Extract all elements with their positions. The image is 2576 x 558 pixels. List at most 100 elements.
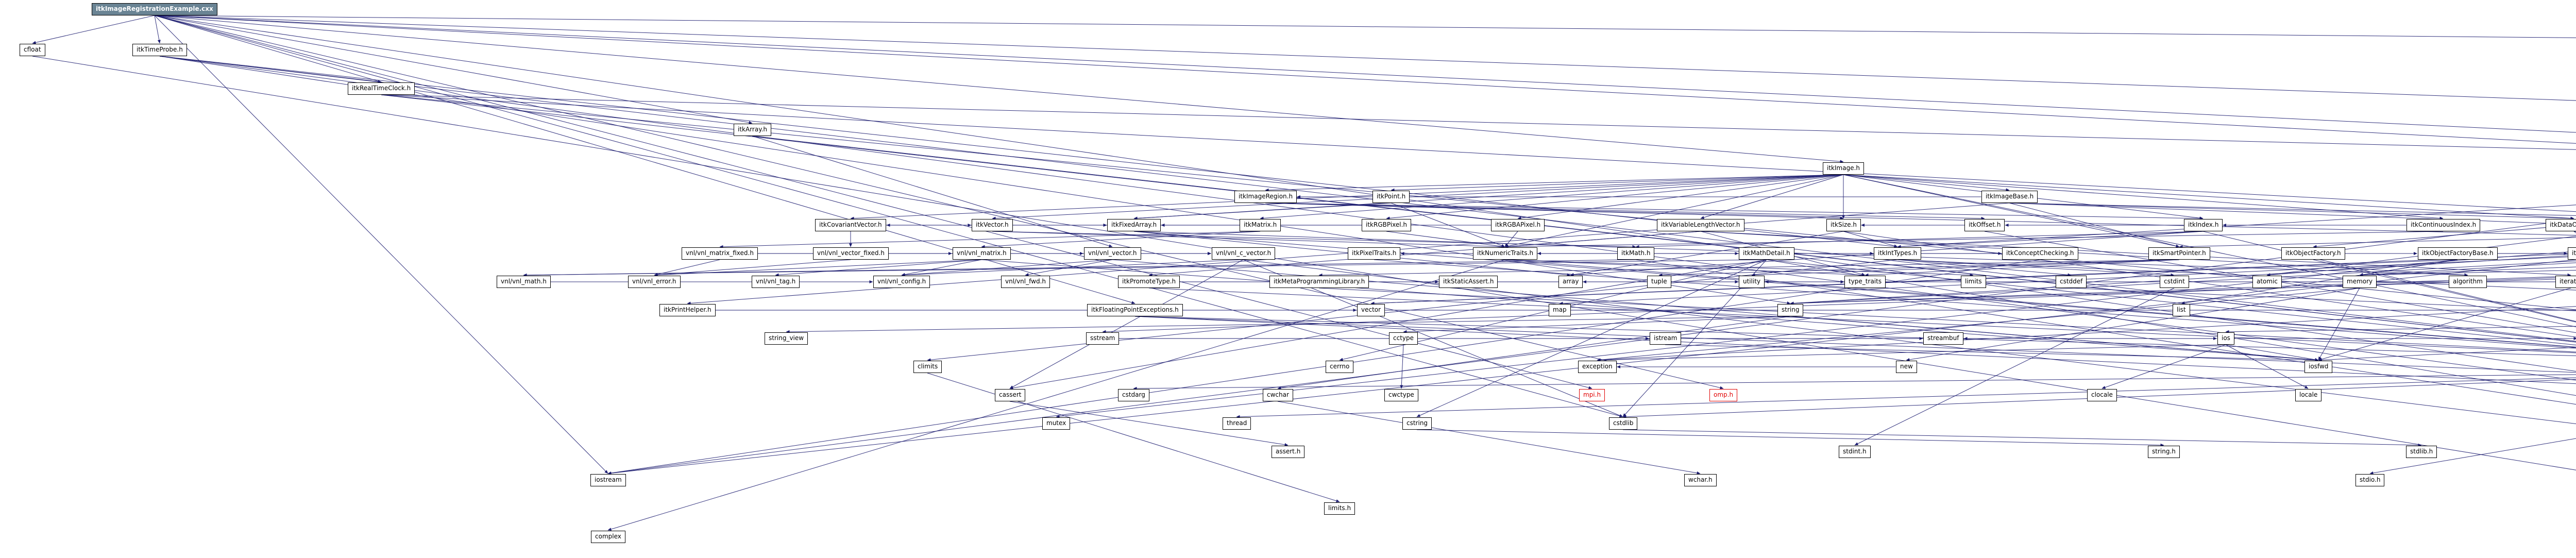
graph-node[interactable]: streambuf [1923, 332, 1963, 345]
graph-node[interactable]: complex [591, 531, 625, 543]
graph-node[interactable]: itkNumericTraits.h [1473, 247, 1538, 260]
graph-node[interactable]: thread [1223, 417, 1251, 430]
graph-node[interactable]: itkObjectFactoryBase.h [2418, 247, 2498, 260]
graph-node[interactable]: itkImage.h [1823, 162, 1864, 175]
graph-node[interactable]: string [1777, 304, 1804, 316]
graph-node[interactable]: limits.h [1324, 502, 1355, 515]
graph-node[interactable]: iterator [2555, 276, 2576, 288]
graph-node[interactable]: cstring [1402, 417, 1432, 430]
graph-node[interactable]: atomic [2252, 276, 2282, 288]
graph-node[interactable]: cstdint [2160, 276, 2189, 288]
graph-node[interactable]: type_traits [1844, 276, 1886, 288]
graph-node[interactable]: itkSize.h [1826, 219, 1861, 231]
graph-node[interactable]: itkArray.h [734, 124, 772, 136]
graph-truncated-node[interactable]: omp.h [1709, 389, 1738, 401]
graph-node[interactable]: cassert [995, 389, 1026, 401]
graph-node[interactable]: itkMathDetail.h [1739, 247, 1794, 260]
graph-node[interactable]: stdint.h [1839, 446, 1871, 458]
graph-node[interactable]: string_view [765, 332, 808, 345]
graph-node[interactable]: itkSmartPointer.h [2148, 247, 2210, 260]
graph-node[interactable]: mutex [1042, 417, 1071, 430]
graph-node[interactable]: sstream [1086, 332, 1120, 345]
graph-node[interactable]: itkPrintHelper.h [659, 304, 716, 316]
graph-node[interactable]: itkImageBase.h [1981, 191, 2038, 203]
graph-node[interactable]: itkRealTimeClock.h [348, 82, 415, 95]
include-edge [2225, 344, 2319, 361]
graph-node[interactable]: vnl/vnl_vector.h [1084, 247, 1141, 260]
graph-node[interactable]: itkOffset.h [1964, 219, 2005, 231]
graph-node[interactable]: itkImageRegion.h [1234, 191, 1297, 203]
graph-node[interactable]: vnl/vnl_tag.h [752, 276, 800, 288]
include-edge [2009, 202, 2576, 216]
graph-node[interactable]: new [1896, 361, 1917, 373]
graph-node[interactable]: ios [2217, 332, 2234, 345]
graph-node[interactable]: string.h [2148, 446, 2180, 458]
graph-node[interactable]: itkStaticAssert.h [1439, 276, 1498, 288]
graph-node[interactable]: itkTimeProbe.h [132, 44, 187, 56]
graph-node[interactable]: itkIndex.h [2184, 219, 2223, 231]
graph-node[interactable]: array [1558, 276, 1583, 288]
graph-node[interactable]: vnl/vnl_error.h [628, 276, 681, 288]
graph-node[interactable]: itkMatrix.h [1240, 219, 1281, 231]
include-edge [1370, 253, 2576, 305]
graph-node[interactable]: vnl/vnl_c_vector.h [1212, 247, 1276, 260]
graph-node[interactable]: itkMetaProgrammingLibrary.h [1269, 276, 1369, 288]
graph-node[interactable]: itkContinuousIndex.h [2406, 219, 2481, 231]
graph-node[interactable]: vnl/vnl_math.h [497, 276, 551, 288]
graph-node[interactable]: itkRGBPixel.h [1362, 219, 1412, 231]
include-edge [1504, 231, 1518, 247]
graph-node[interactable]: limits [1961, 276, 1986, 288]
graph-node[interactable]: itkConceptChecking.h [2002, 247, 2078, 260]
graph-node[interactable]: itkIntTypes.h [1874, 247, 1922, 260]
graph-node[interactable]: list [2173, 304, 2190, 316]
graph-root-node[interactable]: itkImageRegistrationExample.cxx [92, 3, 217, 15]
graph-node[interactable]: stdio.h [2355, 474, 2385, 486]
graph-node[interactable]: itkCovariantVector.h [815, 219, 886, 231]
graph-node[interactable]: itkPromoteType.h [1118, 276, 1180, 288]
graph-node[interactable]: iosfwd [2304, 361, 2333, 373]
graph-node[interactable]: climits [913, 361, 942, 373]
graph-node[interactable]: cerrno [1326, 361, 1354, 373]
graph-node[interactable]: vnl/vnl_fwd.h [1001, 276, 1050, 288]
graph-node[interactable]: itkFixedArray.h [1107, 219, 1161, 231]
include-edge [1843, 174, 2010, 192]
graph-node[interactable]: vnl/vnl_vector_fixed.h [813, 247, 889, 260]
graph-node[interactable]: itkPoint.h [1372, 191, 1410, 203]
include-edge [1265, 174, 1844, 192]
graph-node[interactable]: itkCreateObjectFunction.h [2568, 247, 2576, 260]
graph-node[interactable]: istream [1650, 332, 1682, 345]
graph-node[interactable]: assert.h [1272, 446, 1305, 458]
graph-truncated-node[interactable]: mpi.h [1579, 389, 1605, 401]
graph-node[interactable]: cwctype [1384, 389, 1418, 401]
graph-node[interactable]: iostream [590, 474, 626, 486]
graph-node[interactable]: itkRGBAPixel.h [1491, 219, 1545, 231]
graph-node[interactable]: cstddef [2056, 276, 2087, 288]
graph-node[interactable]: cstdarg [1118, 389, 1149, 401]
graph-node[interactable]: vnl/vnl_matrix.h [953, 247, 1011, 260]
graph-node[interactable]: itkVariableLengthVector.h [1657, 219, 1744, 231]
graph-node[interactable]: algorithm [2449, 276, 2487, 288]
graph-node[interactable]: wchar.h [1684, 474, 1717, 486]
graph-node[interactable]: tuple [1647, 276, 1671, 288]
graph-node[interactable]: vector [1357, 304, 1385, 316]
graph-node[interactable]: itkDataObject.h [2546, 219, 2576, 231]
include-edge [2071, 288, 2576, 311]
graph-node[interactable]: map [1549, 304, 1571, 316]
graph-node[interactable]: cstdlib [1609, 417, 1638, 430]
graph-node[interactable]: itkFloatingPointExceptions.h [1087, 304, 1183, 316]
graph-node[interactable]: cctype [1389, 332, 1418, 345]
graph-node[interactable]: cwchar [1263, 389, 1293, 401]
graph-node[interactable]: clocale [2087, 389, 2117, 401]
graph-node[interactable]: itkObjectFactory.h [2281, 247, 2345, 260]
graph-node[interactable]: itkVector.h [972, 219, 1013, 231]
graph-node[interactable]: stdlib.h [2406, 446, 2437, 458]
graph-node[interactable]: memory [2343, 276, 2377, 288]
graph-node[interactable]: itkPixelTraits.h [1348, 247, 1401, 260]
graph-node[interactable]: locale [2295, 389, 2322, 401]
graph-node[interactable]: vnl/vnl_matrix_fixed.h [682, 247, 758, 260]
graph-node[interactable]: exception [1578, 361, 1617, 373]
graph-node[interactable]: cfloat [20, 44, 45, 56]
graph-node[interactable]: itkMath.h [1617, 247, 1655, 260]
graph-node[interactable]: utility [1739, 276, 1765, 288]
graph-node[interactable]: vnl/vnl_config.h [873, 276, 930, 288]
